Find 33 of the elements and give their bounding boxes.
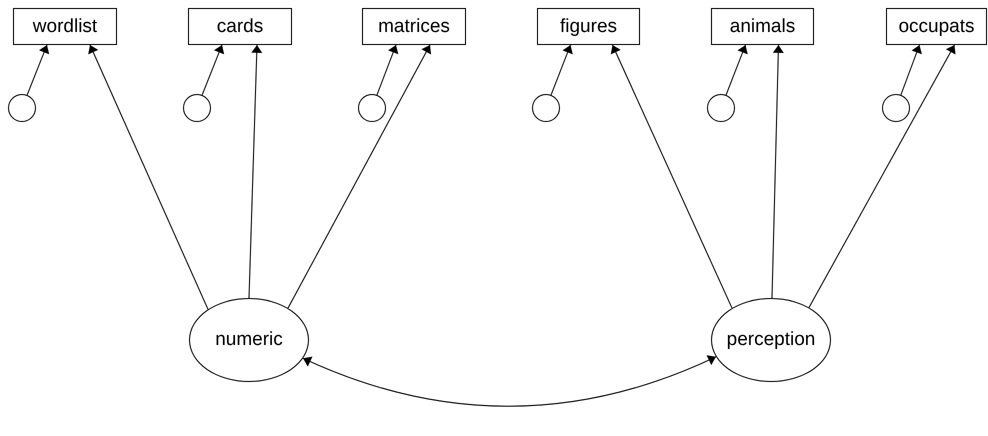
node-label: figures [560, 16, 618, 38]
node-label: animals [730, 16, 796, 38]
node-label: occupats [898, 16, 975, 38]
arrow [772, 44, 784, 298]
node-label: matrices [378, 16, 450, 38]
error-circle [532, 94, 560, 122]
error-circle [183, 94, 211, 122]
arrow [808, 44, 956, 308]
observed-box [537, 8, 640, 45]
arrow [726, 44, 748, 96]
observed-box [13, 8, 117, 45]
arrow [550, 44, 573, 96]
arrow [900, 44, 922, 96]
curved-arrow [302, 354, 716, 407]
arrow [610, 44, 732, 309]
observed-box [711, 8, 814, 45]
node-label: perception [726, 329, 816, 351]
observed-box [188, 8, 292, 45]
arrow [248, 44, 262, 298]
arrow [202, 44, 224, 96]
node-label: numeric [215, 329, 283, 351]
arrow [26, 44, 50, 96]
error-circle [8, 94, 36, 122]
node-label: cards [216, 16, 264, 38]
observed-box [362, 8, 466, 45]
arrow [376, 44, 398, 96]
observed-box [886, 8, 987, 45]
arrow [288, 44, 432, 309]
node-label: wordlist [32, 16, 98, 38]
error-circle [882, 94, 910, 122]
error-circle [707, 94, 735, 122]
error-circle [358, 94, 386, 122]
arrow [88, 44, 208, 310]
